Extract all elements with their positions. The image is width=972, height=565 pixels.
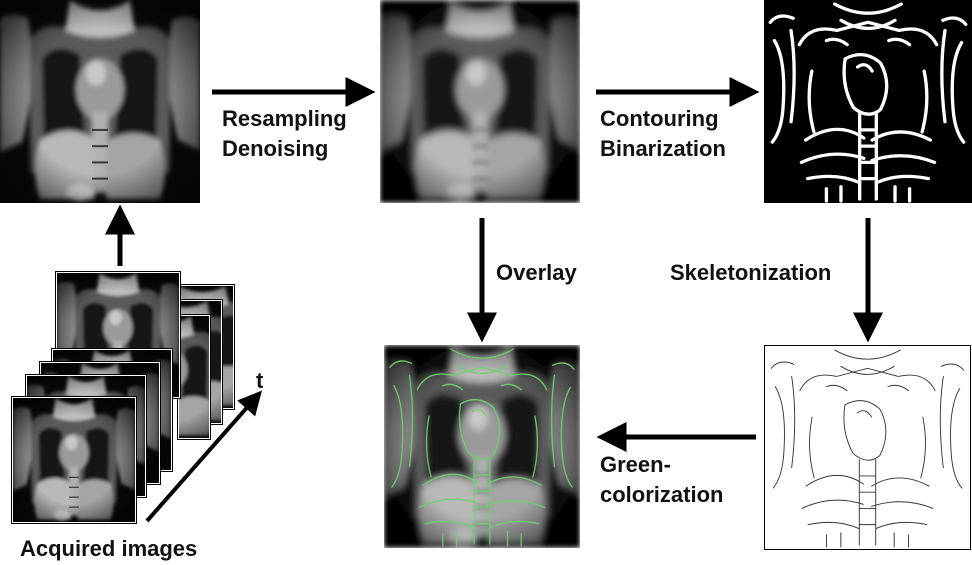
skeleton-image-panel [764, 345, 971, 550]
overlay-label: Overlay [496, 260, 577, 285]
time-axis-arrow-icon [145, 390, 262, 523]
binarization-label: Binarization [600, 136, 726, 161]
resampling-label: Resampling [222, 106, 347, 131]
binary-edge-map [764, 0, 972, 203]
denoising-label: Denoising [222, 136, 329, 161]
time-axis-label: t [256, 368, 264, 393]
acquired-images-label: Acquired images [20, 536, 198, 561]
green-label: Green- [600, 452, 671, 477]
binary-image-panel [764, 0, 972, 203]
skeleton-line-map [765, 346, 970, 549]
contouring-label: Contouring [600, 106, 719, 131]
skeletonization-label: Skeletonization [670, 260, 832, 285]
colorization-label: colorization [600, 482, 724, 507]
